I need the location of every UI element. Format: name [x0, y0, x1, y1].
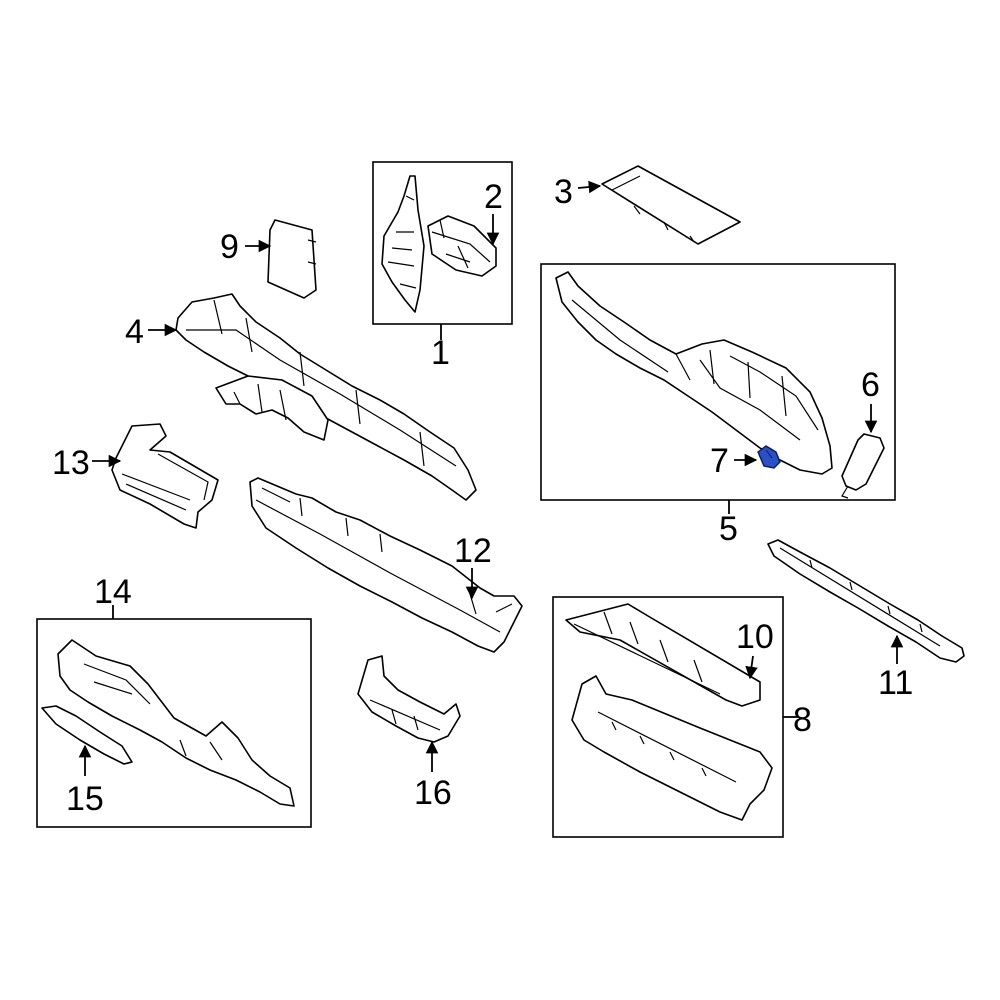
part-3-cover: [601, 165, 741, 245]
part-13-vent: [111, 423, 219, 529]
callout-2: 2: [484, 178, 503, 216]
part-1-bracket: [381, 175, 425, 313]
callout-15: 15: [66, 780, 104, 818]
callout-4: 4: [125, 313, 144, 351]
group-box-1: [372, 161, 513, 325]
part-8-bin: [571, 675, 773, 821]
part-11-strip: [767, 539, 965, 663]
callout-1: 1: [431, 334, 450, 372]
part-12-panel: [249, 477, 523, 653]
part-16-bracket: [357, 655, 461, 743]
group-box-5: [540, 263, 896, 501]
callout-13: 13: [52, 444, 90, 482]
part-10-bin: [565, 603, 761, 707]
group-box-14: [36, 618, 312, 828]
part-15-trim: [41, 705, 133, 765]
callout-9: 9: [220, 228, 239, 266]
callout-6: 6: [861, 366, 880, 404]
part-9-panel: [267, 219, 317, 299]
callout-5: 5: [719, 510, 738, 548]
callout-14: 14: [94, 573, 132, 611]
callout-10: 10: [736, 618, 774, 656]
callout-11: 11: [878, 664, 913, 702]
callout-3: 3: [554, 173, 573, 211]
part-7-clip: [757, 445, 781, 469]
part-14-trim: [57, 639, 295, 807]
callout-16: 16: [414, 774, 452, 812]
part-2-duct: [427, 215, 497, 277]
part-6-damper: [841, 433, 885, 499]
callout-8: 8: [793, 701, 812, 739]
callout-12: 12: [454, 532, 492, 570]
callout-7: 7: [710, 442, 729, 480]
part-4-frame: [175, 293, 477, 501]
part-5-glovebox: [555, 271, 833, 475]
